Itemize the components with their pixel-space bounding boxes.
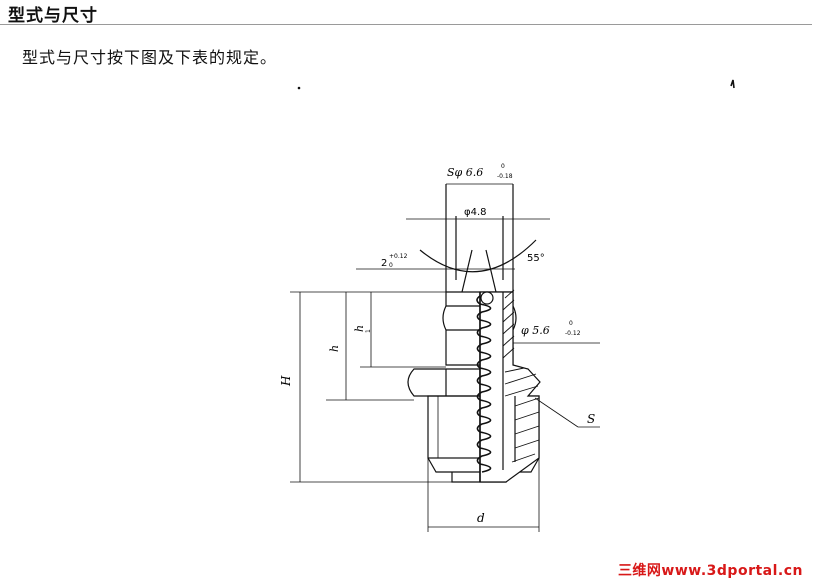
two-tol-lower: 0 (389, 262, 393, 269)
h1-label: h (353, 325, 366, 332)
speck (297, 86, 301, 90)
phi56-label: φ 5.6 (521, 324, 550, 337)
intro-text: 型式与尺寸按下图及下表的规定。 (22, 48, 278, 67)
section-title: 型式与尺寸 (8, 6, 98, 26)
s-leader (534, 397, 579, 428)
cone-line-left (461, 249, 473, 293)
speck (730, 79, 735, 89)
h1-subscript: 1 (365, 329, 372, 333)
section-hatching (502, 289, 540, 463)
angle55-label: 55° (527, 253, 545, 264)
angle-arc (419, 239, 537, 273)
top-divider (0, 24, 812, 25)
two-tol-upper: +0.12 (389, 253, 408, 260)
phi56-tol-upper: 0 (569, 320, 573, 327)
watermark: 三维网www.3dportal.cn (617, 563, 803, 579)
H-label: H (279, 375, 293, 387)
sphi-tol-upper: 0 (501, 163, 505, 170)
phi48-label: φ4.8 (464, 207, 487, 218)
S-label: S (587, 412, 595, 426)
d-label: d (477, 511, 485, 525)
cone-line-right (485, 249, 497, 293)
ball (480, 291, 494, 305)
section-cut (479, 291, 541, 483)
h-label: h (328, 345, 341, 352)
two-label: 2 (381, 258, 387, 269)
sphi-tol-lower: -0.18 (497, 173, 513, 180)
phi56-tol-lower: -0.12 (565, 330, 581, 337)
sphi-label: Sφ 6.6 (447, 166, 483, 179)
